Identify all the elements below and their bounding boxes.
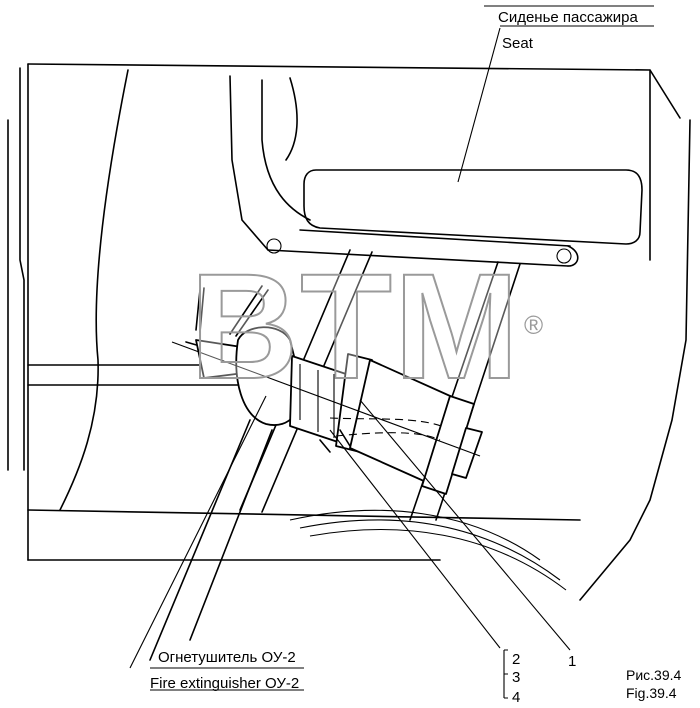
seat-bracket [229,75,579,267]
callout-3: 3 [512,669,520,686]
btm-watermark: BTM ® [189,241,543,411]
seat-label-ru: Сиденье пассажира [498,9,638,26]
figure-number-ru: Рис.39.4 [626,667,682,683]
leader-lines [129,5,654,699]
callout-1: 1 [568,653,576,670]
registered-mark: ® [524,310,543,340]
watermark-text: BTM [190,242,521,410]
callout-4: 4 [512,689,520,706]
extinguisher-label-ru: Огнетушитель ОУ-2 [158,649,296,666]
figure-number-en: Fig.39.4 [626,685,677,701]
extinguisher-label-en: Fire extinguisher ОУ-2 [150,675,299,692]
callout-2: 2 [512,651,520,668]
floor-hoses [289,509,567,591]
seat-cushion [303,169,643,245]
fire-extinguisher [171,326,483,495]
seat-label-en: Seat [502,35,534,52]
